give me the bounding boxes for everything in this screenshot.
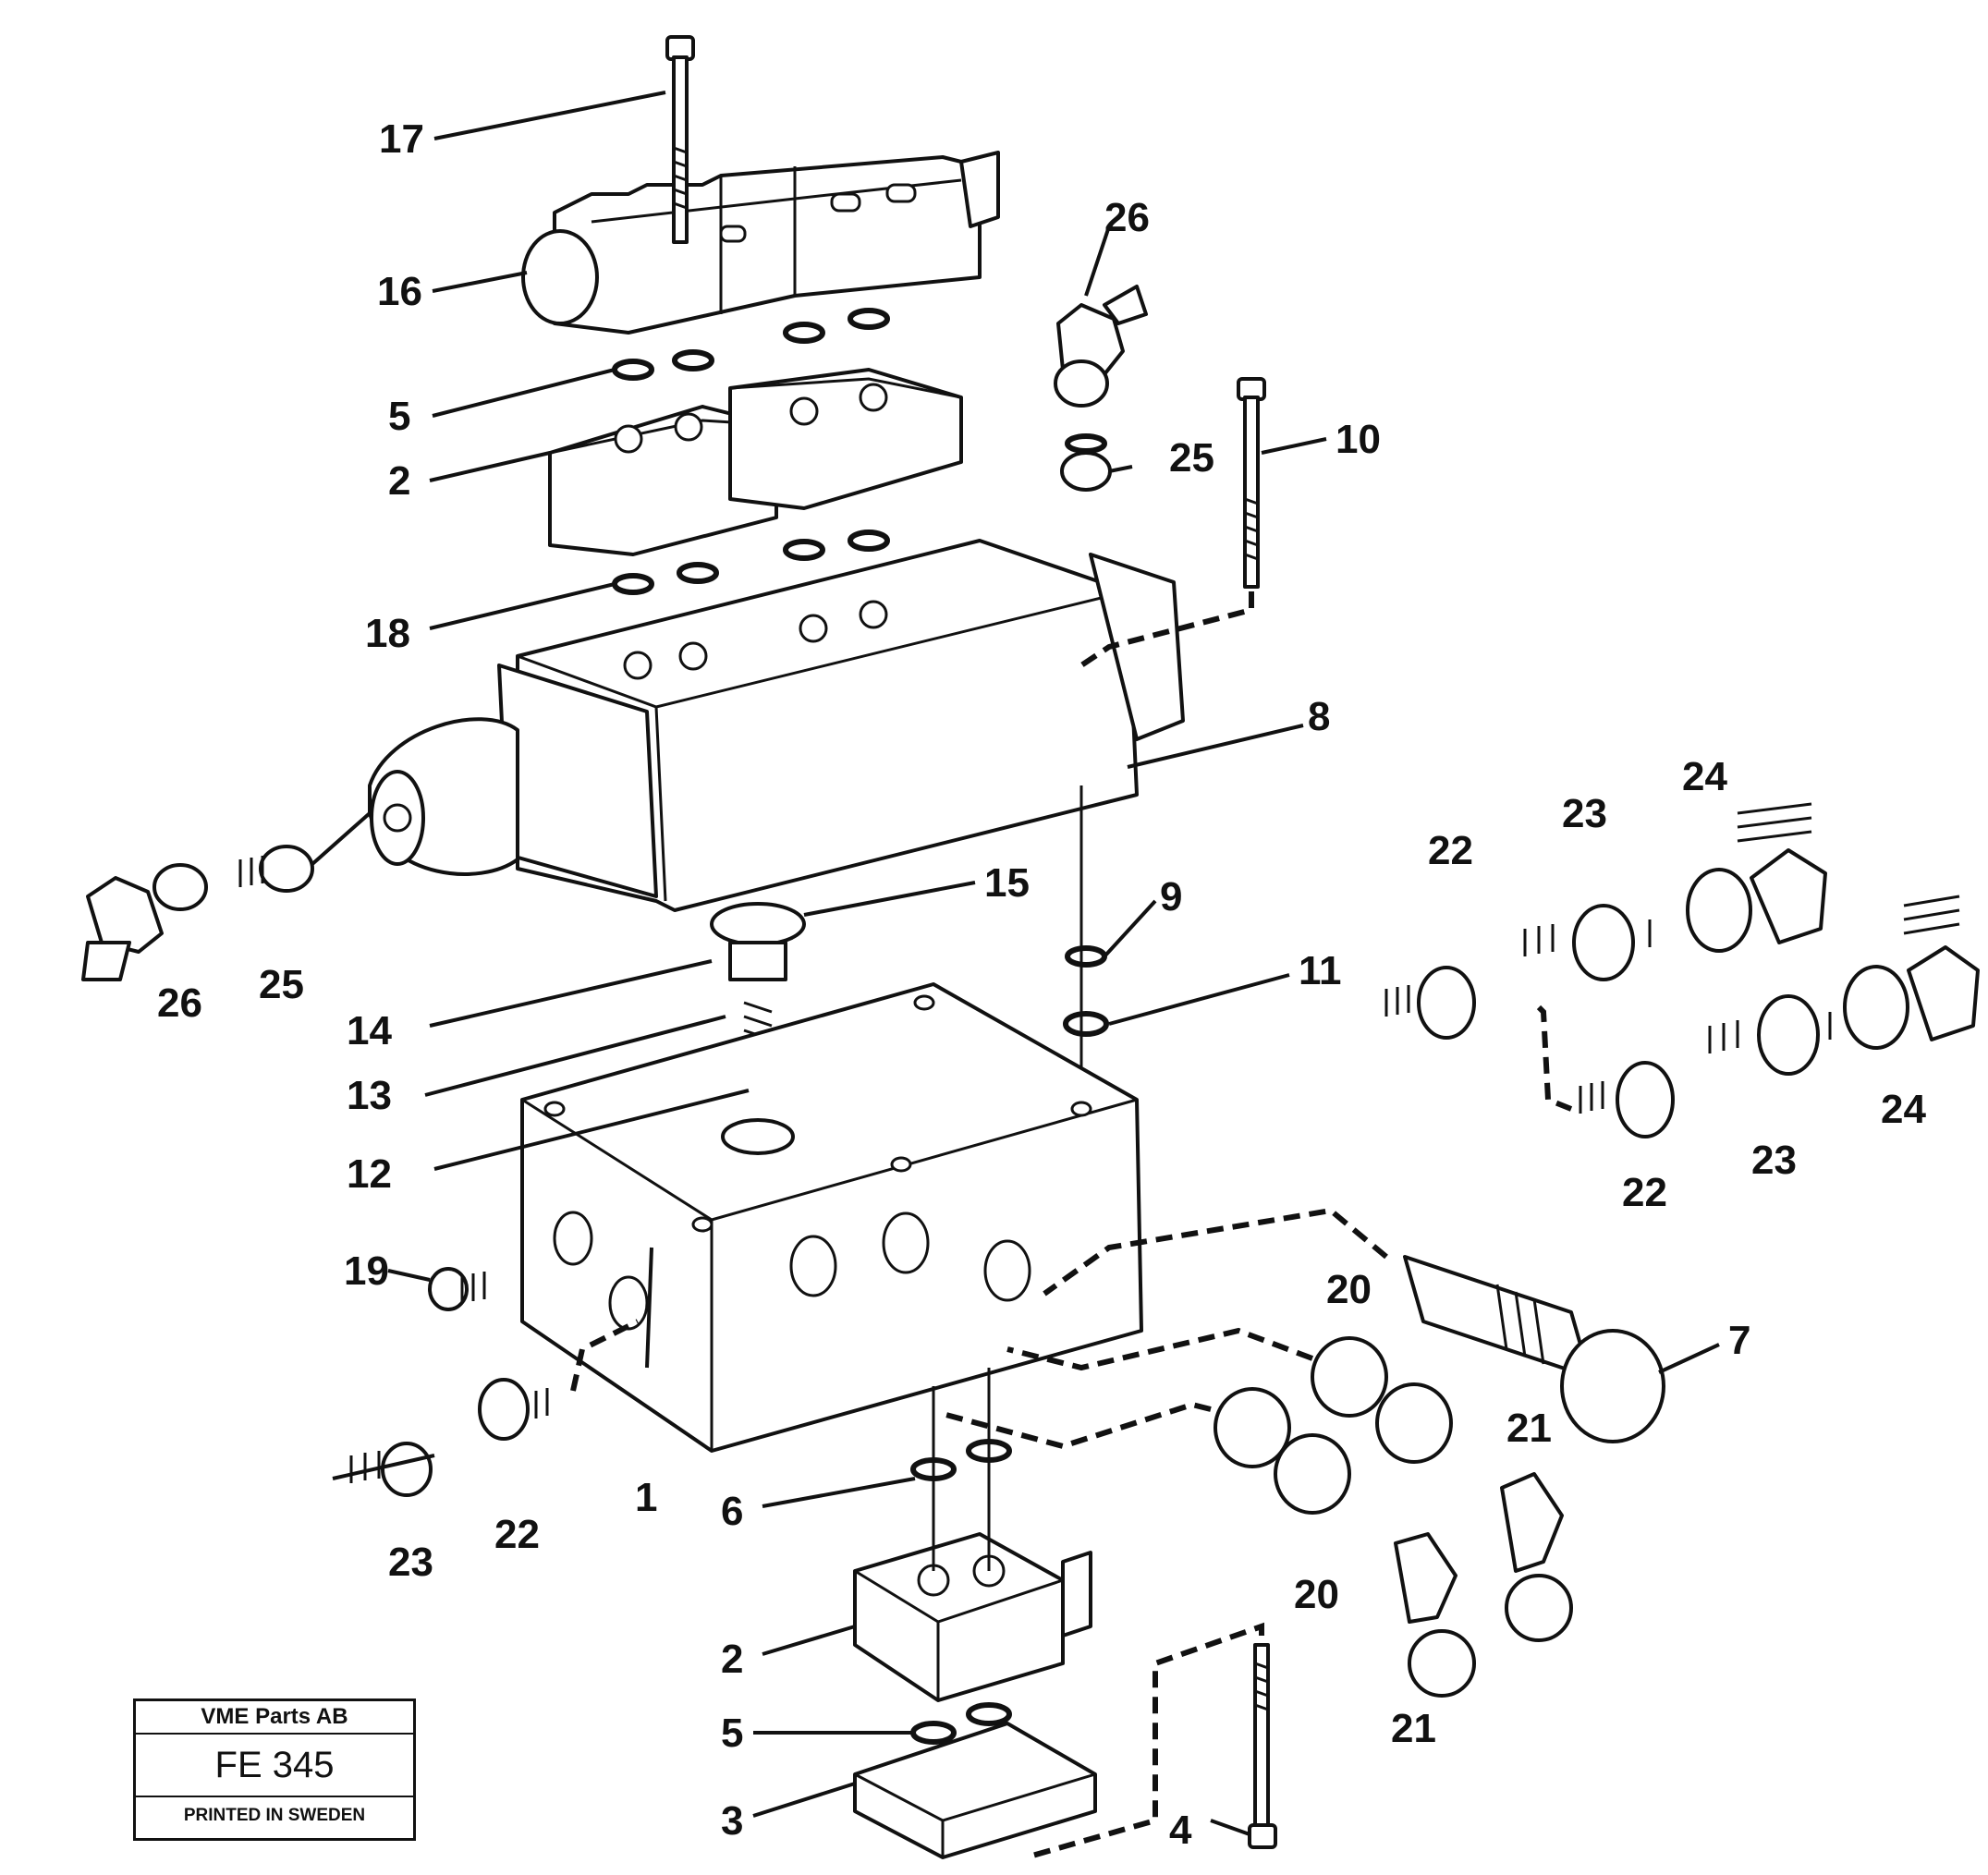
main-valve-block bbox=[520, 982, 1143, 1453]
rings-9-11 bbox=[1063, 785, 1109, 1109]
callout-5-top: 5 bbox=[388, 394, 410, 439]
actuator-cylinder bbox=[368, 539, 1185, 912]
sub-plate-upper-right bbox=[728, 368, 963, 510]
callout-25-left: 25 bbox=[259, 962, 304, 1007]
stamp-company: VME Parts AB bbox=[136, 1701, 413, 1735]
callout-2-lower: 2 bbox=[721, 1637, 743, 1682]
callout-14: 14 bbox=[347, 1008, 392, 1053]
callout-19: 19 bbox=[344, 1248, 389, 1294]
callout-26-top: 26 bbox=[1104, 195, 1150, 240]
callout-1: 1 bbox=[635, 1475, 657, 1520]
callout-2-top: 2 bbox=[388, 458, 410, 504]
callout-16: 16 bbox=[377, 269, 422, 314]
callout-22-left: 22 bbox=[494, 1512, 540, 1557]
callout-11: 11 bbox=[1299, 948, 1342, 993]
callout-23-left: 23 bbox=[388, 1540, 433, 1585]
callout-4: 4 bbox=[1169, 1808, 1192, 1853]
leader-lines bbox=[387, 91, 1720, 1836]
elbow-fitting-left bbox=[81, 811, 372, 981]
screw-4 bbox=[1025, 1622, 1277, 1860]
title-stamp: VME Parts AB FE 345 PRINTED IN SWEDEN bbox=[133, 1698, 416, 1841]
callout-9: 9 bbox=[1160, 874, 1182, 919]
callout-labels: 17 16 26 5 2 25 10 18 8 24 23 22 15 9 11… bbox=[157, 116, 1926, 1853]
callout-24-lower: 24 bbox=[1881, 1087, 1926, 1132]
fittings-lower-left bbox=[332, 1319, 640, 1497]
callout-21-lower: 21 bbox=[1391, 1706, 1436, 1751]
fittings-right-upper bbox=[1384, 802, 1827, 1040]
callout-25-top: 25 bbox=[1169, 435, 1214, 481]
callout-5-lower: 5 bbox=[721, 1711, 743, 1756]
fitting-7 bbox=[1043, 1207, 1665, 1443]
fittings-right-lower bbox=[1536, 895, 1980, 1138]
callout-8: 8 bbox=[1308, 694, 1330, 739]
callout-22-right: 22 bbox=[1622, 1170, 1667, 1215]
plug-19 bbox=[428, 1267, 486, 1311]
stamp-figure-code: FE 345 bbox=[136, 1735, 413, 1797]
callout-12: 12 bbox=[347, 1151, 392, 1197]
callout-21-right: 21 bbox=[1506, 1406, 1552, 1451]
callout-10: 10 bbox=[1335, 417, 1381, 462]
sub-plate-lower bbox=[853, 1368, 1092, 1702]
callout-13: 13 bbox=[347, 1073, 392, 1118]
callout-3: 3 bbox=[721, 1798, 743, 1844]
callout-7: 7 bbox=[1728, 1318, 1750, 1363]
callout-20-lower: 20 bbox=[1294, 1572, 1339, 1617]
callout-22-upper: 22 bbox=[1428, 828, 1473, 873]
callout-23-upper: 23 bbox=[1562, 791, 1607, 836]
fittings-20-21 bbox=[942, 1327, 1573, 1698]
screw-10 bbox=[1079, 377, 1266, 668]
solenoid-valve-pair bbox=[521, 151, 1000, 335]
callout-6: 6 bbox=[721, 1489, 743, 1534]
callout-20-upper: 20 bbox=[1326, 1267, 1372, 1312]
elbow-fitting-top bbox=[1054, 285, 1148, 492]
callout-24-upper: 24 bbox=[1682, 754, 1727, 799]
callout-26-left: 26 bbox=[157, 980, 202, 1026]
callout-17: 17 bbox=[379, 116, 424, 162]
callout-15: 15 bbox=[984, 860, 1030, 906]
callout-23-right: 23 bbox=[1751, 1138, 1797, 1183]
stamp-printed-note: PRINTED IN SWEDEN bbox=[183, 1806, 366, 1825]
base-plate bbox=[853, 1702, 1097, 1859]
callout-18: 18 bbox=[365, 611, 410, 656]
screw-17 bbox=[665, 35, 695, 244]
